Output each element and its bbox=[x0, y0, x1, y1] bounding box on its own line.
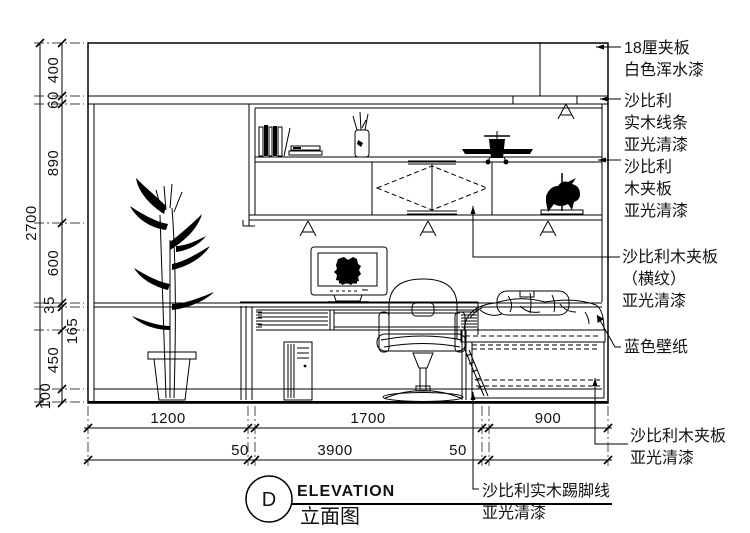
dim-v-seg: 165 bbox=[64, 318, 81, 345]
annotation-text: 亚光清漆 bbox=[622, 292, 686, 310]
dimension-bottom: 1200 1700 900 50 3900 50 bbox=[83, 406, 613, 466]
elevation-outline bbox=[87, 42, 609, 404]
dim-h-gap: 50 bbox=[449, 442, 467, 459]
annotation-text: 沙比利 bbox=[624, 92, 672, 110]
annotation-text: 白色浑水漆 bbox=[624, 61, 704, 79]
leader-line bbox=[600, 96, 621, 102]
leader-line bbox=[598, 157, 621, 163]
dim-total-height: 2700 bbox=[23, 205, 40, 240]
title-zh: 立面图 bbox=[300, 505, 360, 528]
shelf-cross-panel bbox=[375, 160, 489, 215]
annotation-text: 沙比利木夹板 bbox=[622, 248, 718, 266]
leader-line bbox=[470, 392, 479, 490]
horse-figurine bbox=[540, 173, 584, 215]
dim-h-seg: 1700 bbox=[350, 410, 385, 427]
desk bbox=[240, 301, 479, 400]
dim-h-seg: 1200 bbox=[150, 410, 185, 427]
leader-line bbox=[596, 44, 621, 50]
office-chair bbox=[376, 278, 467, 402]
annotation-text: 18厘夹板 bbox=[624, 39, 690, 57]
vase bbox=[352, 111, 370, 158]
top-cabinet bbox=[88, 43, 608, 105]
annotation-text: （横纹） bbox=[622, 270, 686, 288]
bed bbox=[460, 290, 606, 400]
dimension-left: 2700 400 60 890 600 35 165 450 100 bbox=[23, 38, 84, 410]
detail-mark-letter: D bbox=[262, 489, 276, 511]
annotation-text: 沙比利实木踢脚线 bbox=[482, 482, 610, 500]
dim-h-gap: 50 bbox=[231, 442, 249, 459]
annotation-text: 亚光清漆 bbox=[624, 136, 688, 154]
books bbox=[258, 125, 323, 157]
dim-h-total: 3900 bbox=[317, 442, 352, 459]
annotation-text: 亚光清漆 bbox=[624, 202, 688, 220]
dim-v-seg: 400 bbox=[45, 57, 62, 84]
dim-v-seg: 450 bbox=[45, 347, 62, 374]
bed-corner-strut bbox=[464, 349, 489, 397]
dim-v-seg: 600 bbox=[45, 250, 62, 277]
annotation-text: 木夹板 bbox=[624, 180, 672, 198]
title-block: D ELEVATION 立面图 bbox=[245, 475, 612, 528]
annotation-text: 亚光清漆 bbox=[630, 449, 694, 467]
dim-v-seg: 890 bbox=[45, 150, 62, 177]
detail-mark-circle bbox=[245, 475, 293, 523]
leader-line bbox=[470, 206, 620, 258]
dim-v-seg: 60 bbox=[45, 91, 62, 109]
pc-tower bbox=[283, 341, 313, 401]
dim-v-seg: 100 bbox=[37, 383, 54, 410]
computer-monitor bbox=[310, 246, 388, 303]
leader-line bbox=[596, 314, 621, 348]
annotation-text: 实木线条 bbox=[624, 114, 688, 132]
pillow bbox=[496, 290, 570, 316]
title-en: ELEVATION bbox=[297, 483, 395, 500]
dim-h-seg: 900 bbox=[535, 410, 562, 427]
annotation-text: 亚光清漆 bbox=[482, 504, 546, 522]
annotation-text: 蓝色壁纸 bbox=[624, 337, 688, 356]
potted-plant bbox=[130, 178, 214, 401]
dim-v-seg: 35 bbox=[41, 296, 58, 314]
windows-logo-icon bbox=[334, 257, 361, 285]
annotation-text: 沙比利木夹板 bbox=[630, 427, 726, 445]
airplane-model bbox=[462, 131, 533, 165]
material-annotations: 18厘夹板 白色浑水漆 沙比利 实木线条 亚光清漆 沙比利 木夹板 亚光清漆 沙… bbox=[470, 39, 726, 522]
leader-line bbox=[592, 378, 628, 445]
shelf-unit bbox=[242, 103, 602, 237]
annotation-text: 沙比利 bbox=[624, 158, 672, 176]
